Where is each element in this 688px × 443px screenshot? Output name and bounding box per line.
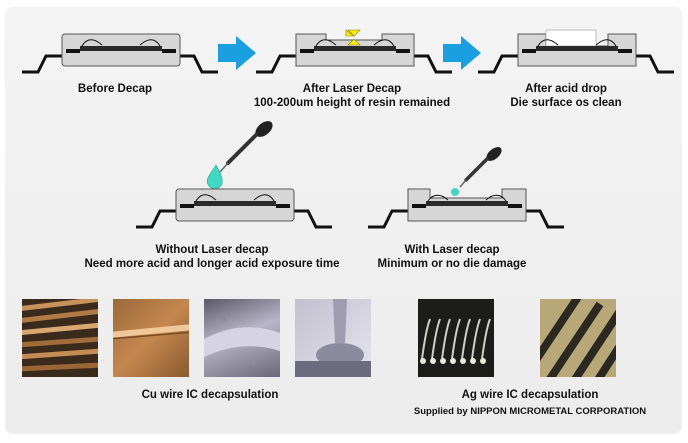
dropper-icon (459, 147, 502, 188)
step-laser-caption: After Laser Decap 100-200um height of re… (222, 82, 482, 110)
cu-wire-caption: Cu wire IC decapsulation (141, 389, 279, 401)
package-after-acid-drop (478, 29, 674, 74)
step-title: After Laser Decap (302, 83, 402, 95)
dropper-icon (219, 121, 273, 173)
photo-ag-wire-row (418, 299, 494, 377)
comparison-subtitle: Need more acid and longer acid exposure … (84, 258, 340, 270)
step-acid-caption: After acid drop Die surface os clean (486, 82, 646, 110)
package-with-laser-decap (368, 147, 564, 229)
step-title: After acid drop (525, 83, 607, 95)
step-before-caption: Before Decap (40, 82, 190, 96)
comparison-title: Without Laser decap (155, 244, 269, 256)
comparison-subtitle: Minimum or no die damage (377, 258, 527, 270)
with-laser-caption: With Laser decap Minimum or no die damag… (362, 243, 542, 271)
photo-cu-wire-bundle (22, 299, 98, 377)
arrow-icon (218, 36, 256, 70)
supplier-note: Supplied by NIPPON MICROMETAL CORPORATIO… (413, 406, 647, 417)
package-before-decap (22, 33, 218, 74)
without-laser-caption: Without Laser decap Need more acid and l… (62, 243, 362, 271)
step-subtitle: Die surface os clean (510, 97, 622, 109)
ag-wire-caption: Ag wire IC decapsulation (461, 389, 599, 401)
step-subtitle: 100-200um height of resin remained (253, 97, 451, 109)
photo-ag-wire-pattern (540, 299, 616, 377)
photo-cu-wire-single (113, 299, 189, 377)
comparison-title: With Laser decap (404, 244, 500, 256)
photo-cu-wire-surface (204, 299, 280, 377)
package-without-laser-decap (136, 121, 332, 229)
step-title: Before Decap (77, 83, 153, 95)
photo-cu-wire-bond (295, 299, 371, 377)
package-after-laser-decap (256, 29, 452, 74)
arrow-icon (443, 36, 481, 70)
